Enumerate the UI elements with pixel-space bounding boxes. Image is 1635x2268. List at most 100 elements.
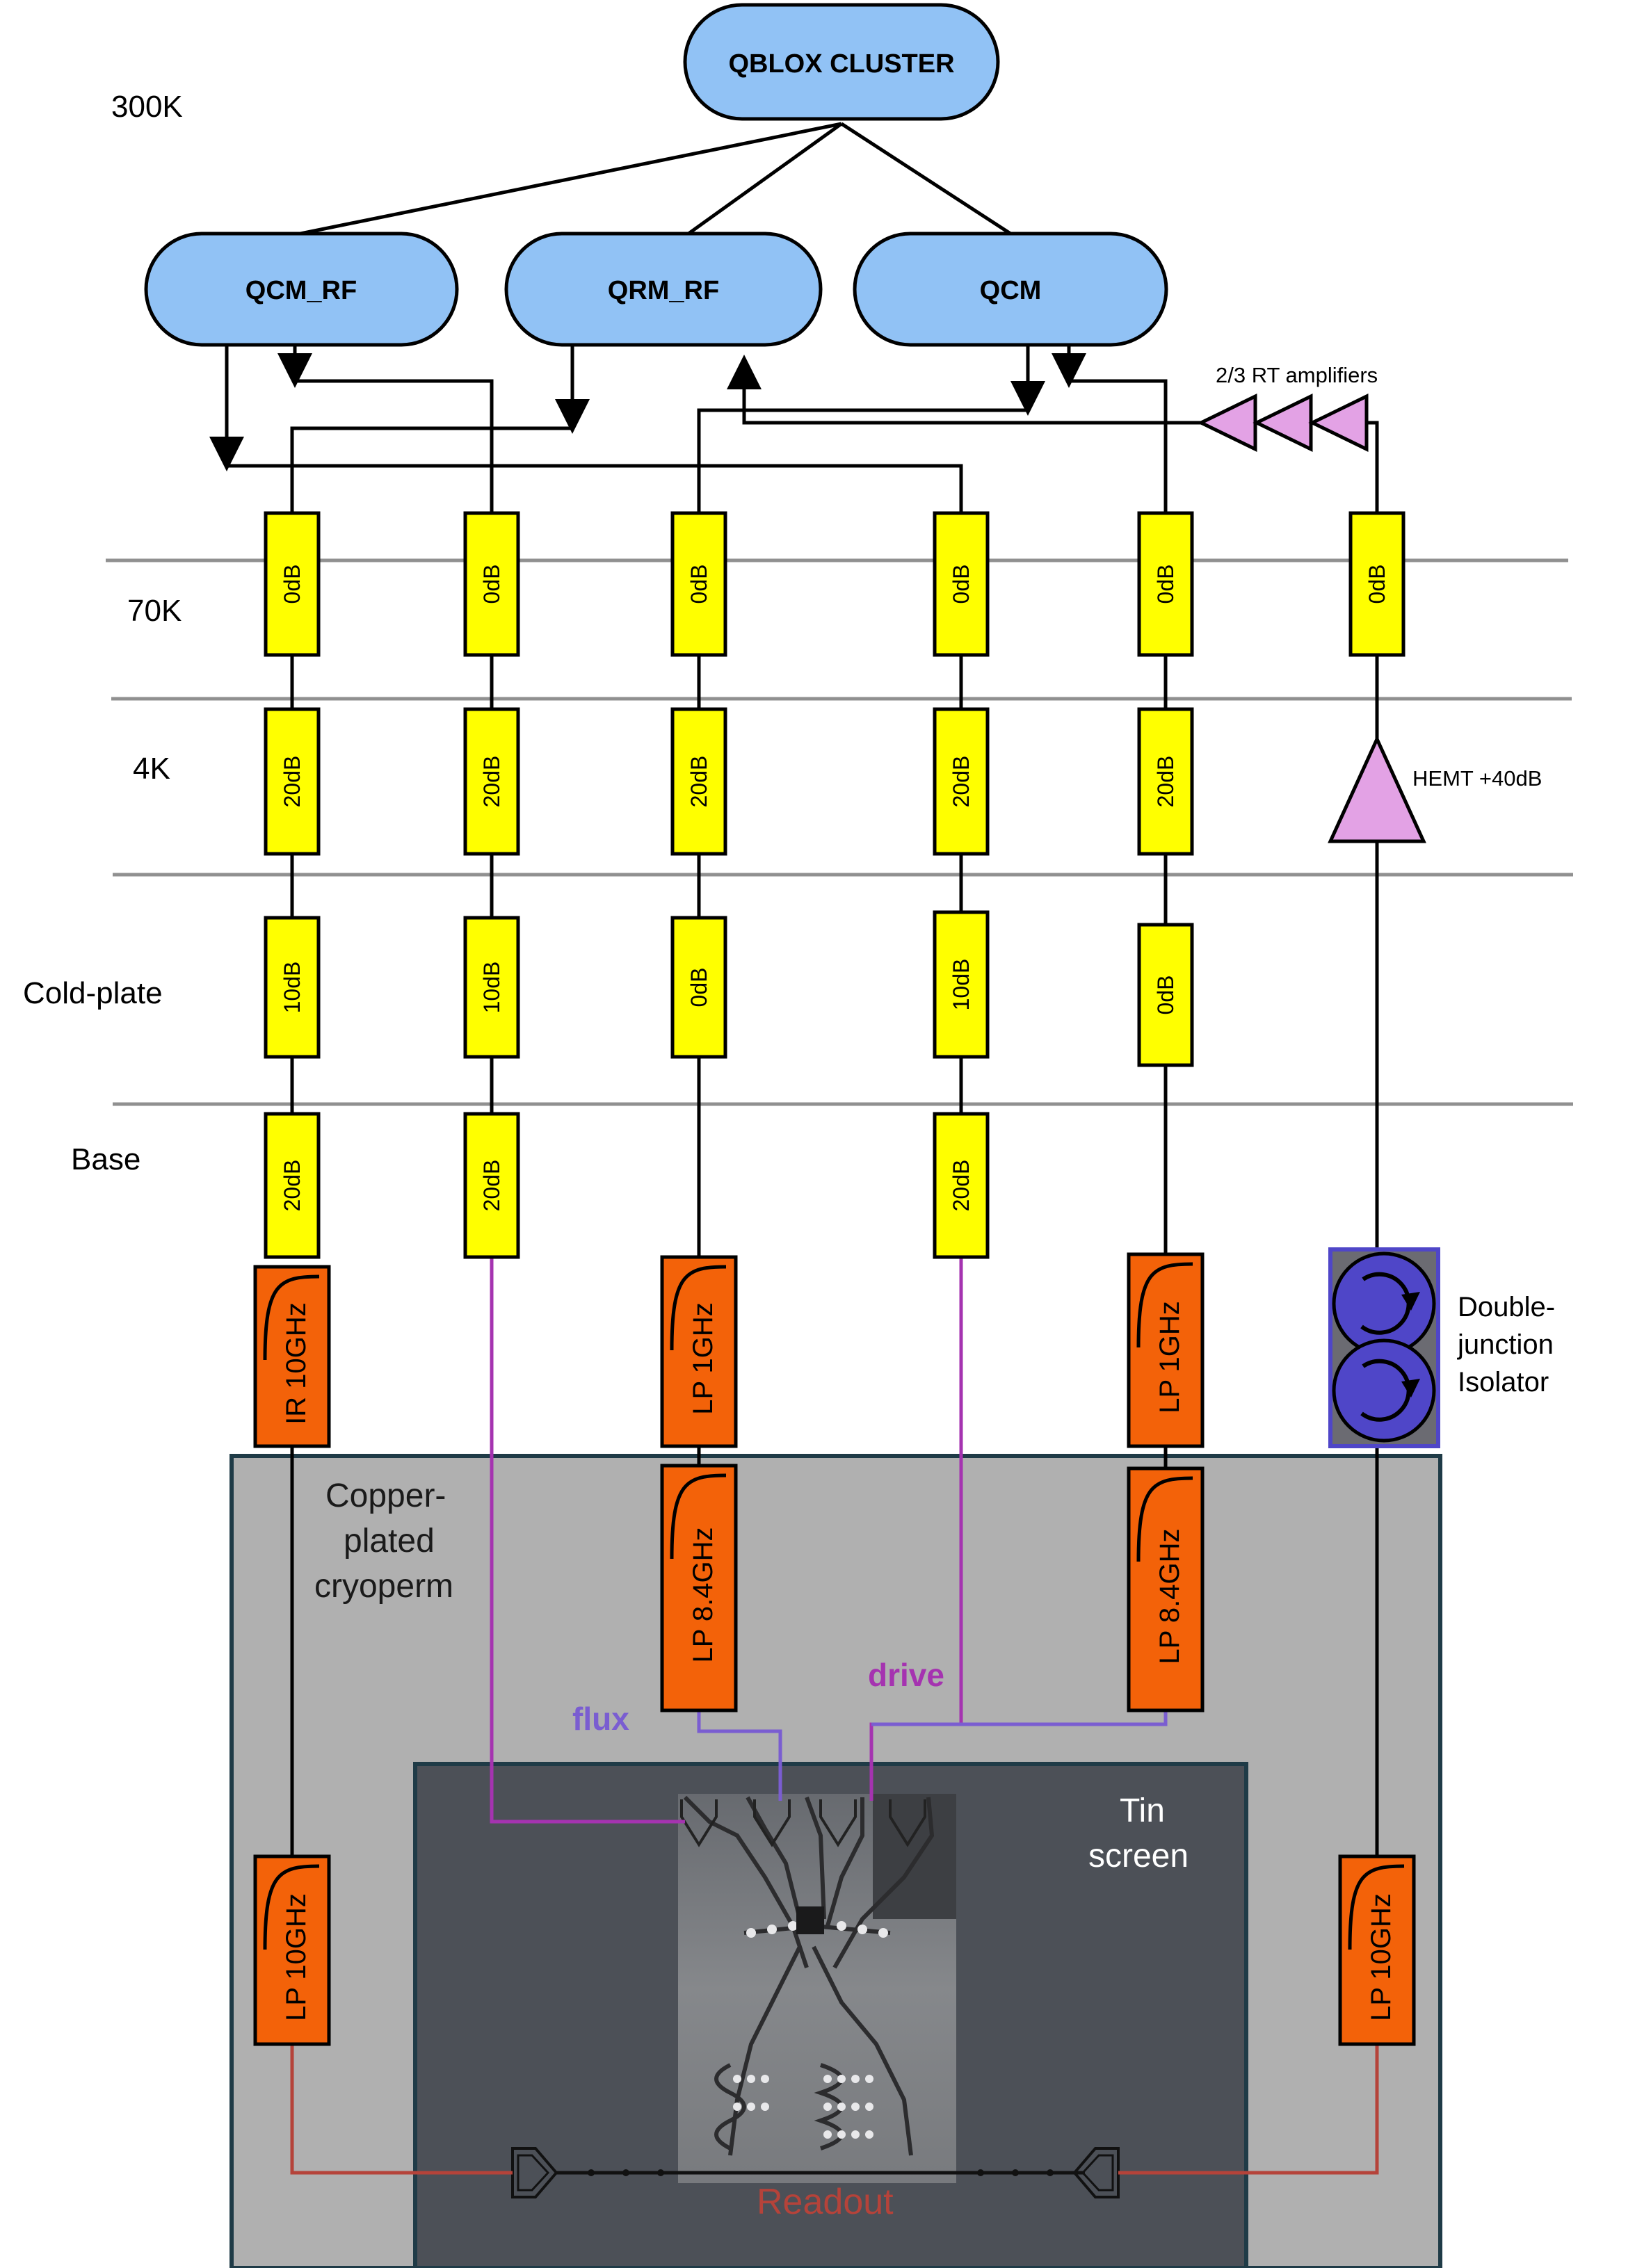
filter-label: LP 8.4GHz — [1154, 1529, 1185, 1664]
hemt-label: HEMT +40dB — [1412, 766, 1542, 791]
attenuator-c3-0: 0dB — [670, 511, 727, 657]
attenuator-label: 0dB — [479, 565, 504, 604]
attenuator-c4-0: 0dB — [933, 511, 990, 657]
filter-lp10b: LP 10GHz — [1338, 1854, 1416, 2046]
module-qcm[interactable]: QCM — [853, 232, 1168, 347]
svg-text:Double-: Double- — [1458, 1292, 1555, 1322]
attenuator-c1-0: 0dB — [264, 511, 321, 657]
attenuator-c4-3: 20dB — [933, 1112, 990, 1259]
launch-pad-right — [1072, 2147, 1120, 2198]
hemt-amplifier: HEMT +40dB — [1328, 734, 1542, 843]
stage-4k-label: 4K — [133, 752, 170, 786]
tin-screen-label: Tin screen — [1088, 1792, 1189, 1874]
attenuator-label: 20dB — [949, 756, 974, 808]
flux-label: flux — [572, 1701, 629, 1737]
flux-lines — [490, 1258, 1168, 1824]
stage-labels: 300K 70K 4K Cold-plate Base — [23, 90, 183, 1176]
attenuator-c1-2: 10dB — [264, 916, 321, 1059]
svg-text:junction: junction — [1457, 1329, 1554, 1360]
filter-lp1b: LP 1GHz — [1127, 1252, 1205, 1448]
module-qcm-rf[interactable]: QCM_RF — [144, 232, 459, 347]
attenuator-c5-1: 20dB — [1137, 707, 1194, 856]
module-cluster[interactable]: QBLOX CLUSTER — [683, 3, 1000, 121]
filter-label: LP 8.4GHz — [688, 1528, 718, 1663]
launch-pad-left — [511, 2147, 558, 2198]
attenuator-label: 10dB — [479, 962, 504, 1014]
filter-label: LP 10GHz — [1366, 1893, 1396, 2021]
stage-base-label: Base — [71, 1142, 140, 1176]
attenuator-label: 20dB — [280, 756, 305, 808]
filter-lp10a: LP 10GHz — [253, 1854, 331, 2046]
filters: IR 10GHz LP 1GHz LP 1GHz LP 8.4GHz LP 8.4GHz… — [253, 1252, 1416, 2046]
stage-300k-label: 300K — [111, 90, 183, 124]
double-junction-isolator — [1328, 1247, 1440, 1448]
attenuator-c5-0: 0dB — [1137, 511, 1194, 657]
isolator-label: Double- junction Isolator — [1457, 1292, 1555, 1398]
attenuator-label: 0dB — [686, 565, 711, 604]
qubit-chip-image — [511, 1794, 1120, 2198]
hemt-amplifier-icon — [1328, 734, 1426, 843]
attenuator-label: 10dB — [949, 959, 974, 1011]
filter-label: LP 1GHz — [1154, 1301, 1185, 1414]
attenuator-label: 0dB — [686, 968, 711, 1007]
circulator-icon — [1332, 1338, 1436, 1443]
filter-lp84a: LP 8.4GHz — [660, 1464, 738, 1712]
readout-lines — [290, 2044, 1379, 2175]
svg-text:cryoperm: cryoperm — [314, 1568, 453, 1605]
rt-amplifier-icon — [1308, 394, 1369, 452]
filter-ir10: IR 10GHz — [253, 1265, 331, 1448]
stage-coldplate-label: Cold-plate — [23, 976, 163, 1010]
stage-dividers — [106, 558, 1573, 1106]
attenuator-label: 20dB — [1153, 756, 1178, 808]
copper-label: Copper- plated cryoperm — [314, 1477, 453, 1605]
attenuator-c2-1: 20dB — [463, 707, 520, 856]
attenuator-label: 20dB — [280, 1160, 305, 1212]
attenuator-c2-0: 0dB — [463, 511, 520, 657]
attenuator-c6-0: 0dB — [1348, 511, 1406, 657]
qcm-label: QCM — [980, 276, 1042, 305]
attenuator-c1-3: 20dB — [264, 1112, 321, 1259]
filter-label: IR 10GHz — [281, 1302, 312, 1425]
filter-lp1a: LP 1GHz — [660, 1255, 738, 1448]
rt-amplifier-icon — [1197, 394, 1257, 452]
qcm-rf-label: QCM_RF — [245, 276, 357, 305]
attenuator-c4-1: 20dB — [933, 707, 990, 856]
attenuator-label: 20dB — [479, 1160, 504, 1212]
stage-70k-label: 70K — [127, 594, 182, 628]
attenuator-label: 0dB — [1153, 565, 1178, 604]
attenuator-c2-3: 20dB — [463, 1112, 520, 1259]
svg-text:Isolator: Isolator — [1458, 1367, 1549, 1398]
attenuator-c3-1: 20dB — [670, 707, 727, 856]
readout-label: Readout — [757, 2182, 894, 2222]
rt-amplifiers: 2/3 RT amplifiers — [1197, 363, 1378, 452]
attenuators: 0dB 20dB 10dB 20dB 0dB 20dB 10dB 20dB 0dB 20dB 0dB… — [264, 511, 1406, 1259]
attenuator-label: 0dB — [280, 565, 305, 604]
attenuator-label: 0dB — [1153, 975, 1178, 1015]
attenuator-label: 20dB — [479, 756, 504, 808]
rt-amplifiers-label: 2/3 RT amplifiers — [1216, 363, 1378, 387]
cluster-label: QBLOX CLUSTER — [728, 49, 954, 79]
attenuator-c5-2: 0dB — [1137, 923, 1194, 1067]
attenuator-label: 10dB — [280, 962, 305, 1014]
attenuator-c1-1: 20dB — [264, 707, 321, 856]
circulator-icon — [1332, 1252, 1436, 1356]
qrm-rf-label: QRM_RF — [608, 276, 719, 305]
filter-label: LP 1GHz — [688, 1302, 718, 1415]
attenuator-label: 0dB — [949, 565, 974, 604]
attenuator-label: 20dB — [949, 1160, 974, 1212]
module-qrm-rf[interactable]: QRM_RF — [504, 232, 823, 347]
attenuator-c2-2: 10dB — [463, 916, 520, 1059]
attenuator-label: 20dB — [686, 756, 711, 808]
svg-text:plated: plated — [344, 1523, 435, 1560]
filter-label: LP 10GHz — [281, 1893, 312, 2021]
attenuator-label: 0dB — [1364, 565, 1390, 604]
svg-text:Tin: Tin — [1120, 1792, 1165, 1829]
drive-label: drive — [868, 1657, 944, 1693]
svg-text:Copper-: Copper- — [325, 1477, 446, 1514]
rt-amplifier-icon — [1253, 394, 1313, 452]
attenuator-c4-2: 10dB — [933, 910, 990, 1059]
svg-text:screen: screen — [1088, 1838, 1189, 1874]
filter-lp84b: LP 8.4GHz — [1127, 1466, 1205, 1712]
attenuator-c3-2: 0dB — [670, 916, 727, 1059]
